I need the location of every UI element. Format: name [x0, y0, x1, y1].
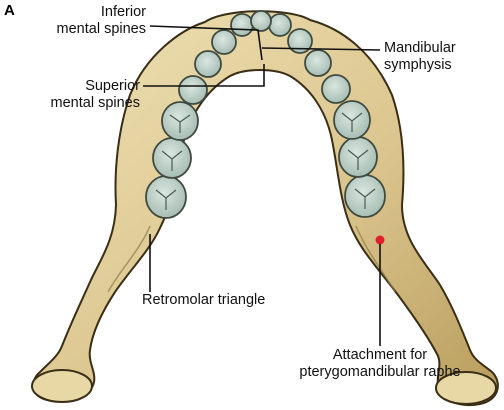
panel-letter: A: [4, 2, 15, 19]
tooth: [339, 137, 377, 177]
label-line: pterygomandibular raphe: [282, 364, 478, 381]
tooth: [179, 76, 207, 104]
tooth: [251, 11, 271, 31]
label-line: mental spines: [18, 21, 146, 38]
tooth: [345, 175, 385, 217]
tooth: [146, 176, 186, 218]
tooth: [212, 30, 236, 54]
label-mandibular-symphysis: Mandibular symphysis: [384, 40, 456, 74]
tooth: [231, 14, 253, 36]
label-line: Attachment for: [282, 347, 478, 364]
tooth: [269, 14, 291, 36]
label-line: Superior: [18, 78, 140, 95]
tooth: [305, 50, 331, 76]
label-pterygomandibular-raphe: Attachment for pterygomandibular raphe: [282, 347, 478, 381]
label-line: symphysis: [384, 57, 456, 74]
label-retromolar-triangle: Retromolar triangle: [142, 292, 265, 309]
tooth: [334, 101, 370, 139]
tooth: [322, 75, 350, 103]
label-line: Inferior: [18, 4, 146, 21]
label-line: Mandibular: [384, 40, 456, 57]
left-condyle: [32, 370, 92, 402]
tooth: [162, 102, 198, 140]
label-line: mental spines: [18, 95, 140, 112]
label-inferior-mental-spines: Inferior mental spines: [18, 4, 146, 38]
tooth: [195, 51, 221, 77]
tooth: [153, 138, 191, 178]
label-superior-mental-spines: Superior mental spines: [18, 78, 140, 112]
pterygomandibular-attachment-mark: [376, 236, 385, 245]
